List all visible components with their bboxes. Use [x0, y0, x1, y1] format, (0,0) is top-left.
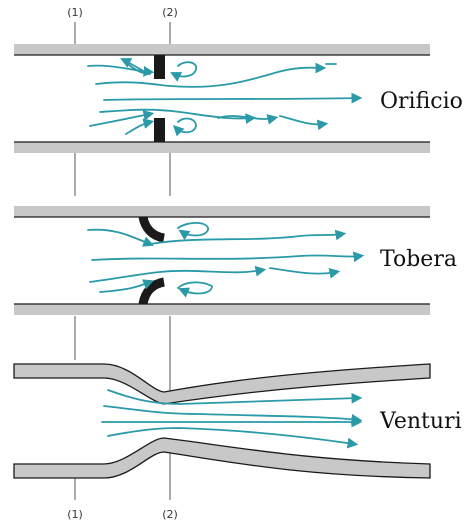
nozzle-label: Tobera [380, 247, 457, 272]
orifice-label: Orificio [380, 89, 463, 114]
orifice-meter: Orificio [14, 44, 463, 153]
orifice-streamlines [87, 58, 363, 137]
orifice-top-wall [14, 44, 430, 55]
nozzle-top [138, 215, 166, 243]
orifice-plate-top [154, 55, 165, 79]
venturi-label: Venturi [379, 409, 462, 434]
nozzle-meter: Tobera [14, 206, 457, 315]
station-1-label-bottom: (1) [67, 508, 83, 521]
station-1-label-top: (1) [67, 6, 83, 19]
orifice-plate-bottom [154, 118, 165, 142]
station-2-label-bottom: (2) [162, 508, 178, 521]
venturi-streamlines [101, 389, 363, 449]
venturi-top-wall [13, 363, 431, 405]
orifice-bottom-wall [14, 142, 430, 153]
nozzle-bottom [138, 277, 166, 305]
station-2-label-top: (2) [162, 6, 178, 19]
nozzle-top-wall [14, 206, 430, 217]
nozzle-bottom-wall [14, 304, 430, 315]
venturi-bottom-wall [13, 437, 431, 479]
venturi-meter: Venturi [13, 363, 462, 479]
nozzle-streamlines [87, 222, 365, 298]
